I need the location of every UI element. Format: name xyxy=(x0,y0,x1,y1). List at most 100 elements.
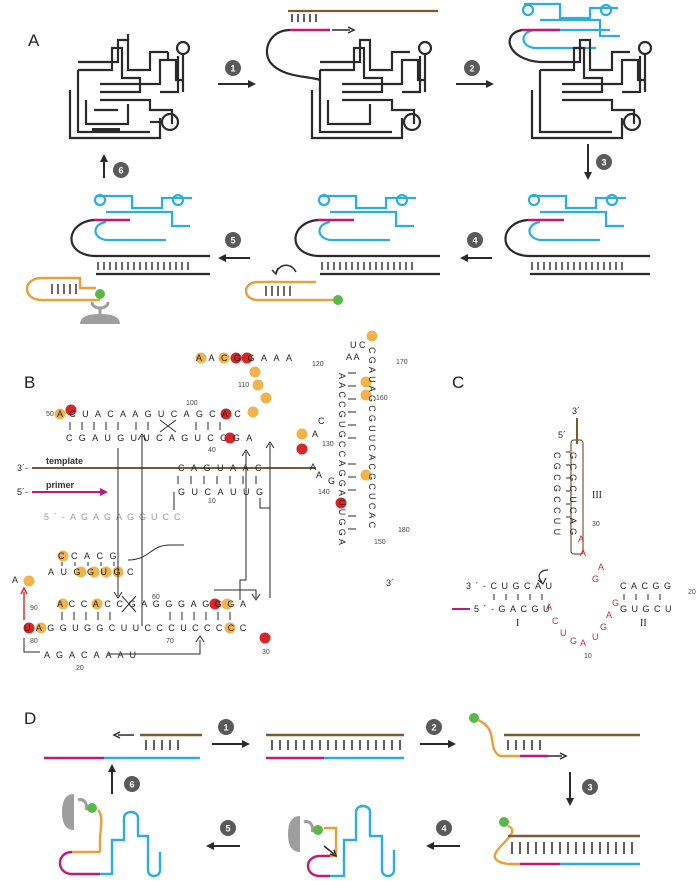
b-num-180: 180 xyxy=(398,527,410,534)
step-3-indicator: 3 xyxy=(584,144,612,180)
b-connector-lines xyxy=(113,433,275,626)
c-core-5: A xyxy=(580,638,586,648)
b-num-70: 70 xyxy=(166,638,174,645)
d-step-3-number: 3 xyxy=(587,783,592,793)
template-primer-a2 xyxy=(265,9,438,82)
b-p4-bottom: UAGGUGGCUUCCCUCCCCC xyxy=(24,623,252,633)
d-stage-1 xyxy=(44,731,202,760)
b-num-110: 110 xyxy=(238,382,249,389)
c-stem-right: GCGCUCAG xyxy=(568,452,578,539)
d-step-2-number: 2 xyxy=(431,723,436,733)
c-core-1: A xyxy=(546,602,552,612)
b-num-50: 50 xyxy=(46,411,54,418)
d-step-1-indicator: 1 xyxy=(212,719,250,748)
d-stage-2 xyxy=(266,733,404,760)
d-step-3-indicator: 3 xyxy=(566,772,598,806)
b-right-stem-pairs xyxy=(348,372,356,530)
c-5prime-left: 5´ xyxy=(558,430,566,440)
c-3prime-top: 3´ xyxy=(572,406,580,416)
c-helix-I: I xyxy=(516,618,519,629)
b-right-stem-3: CGAUAGCGUUCACGCUCAC xyxy=(367,347,377,531)
b-num-130: 130 xyxy=(322,441,334,448)
step-4-number: 4 xyxy=(472,236,477,246)
b-num-60: 60 xyxy=(152,594,160,601)
b-rstem-row: U C xyxy=(350,340,366,350)
step-6-number: 6 xyxy=(118,166,123,176)
step-6-indicator: 6 xyxy=(100,154,129,178)
b-num-100: 100 xyxy=(186,400,198,407)
step-5-indicator: 5 xyxy=(218,232,250,262)
b-num-40: 40 xyxy=(208,447,216,454)
d-stage-3 xyxy=(469,713,640,760)
c-core-6: U xyxy=(592,632,599,642)
c-right-bottom: GUGCU xyxy=(620,604,676,614)
b-rstem-row: A A xyxy=(346,352,360,362)
b-template-pairs xyxy=(177,476,257,484)
d-step-6-indicator: 6 xyxy=(108,764,140,794)
b-branch-c: C xyxy=(318,416,325,426)
b-template-label: template xyxy=(46,456,83,466)
c-template-box xyxy=(570,439,584,555)
b-num-30: 30 xyxy=(262,649,270,656)
d-step-4-number: 4 xyxy=(441,824,446,834)
b-p4-top: ACCACCGAGGGAGGGA xyxy=(57,599,252,609)
b-num-170: 170 xyxy=(396,359,408,366)
c-num-30: 30 xyxy=(592,521,600,528)
b-num-140: 140 xyxy=(318,489,330,496)
b-num-150: 150 xyxy=(374,539,386,546)
step-5-number: 5 xyxy=(230,236,235,246)
b-primer-5prime: 5´- xyxy=(17,487,28,497)
c-core-4: G xyxy=(570,636,577,646)
nucleotide-highlights-b xyxy=(23,330,378,644)
d-step-5-indicator: 5 xyxy=(206,820,240,850)
c-core-2: C xyxy=(552,616,559,626)
c-core-9: G xyxy=(612,598,619,608)
c-core-8: A xyxy=(606,610,612,620)
c-num-10: 10 xyxy=(584,653,592,660)
d-stage-4 xyxy=(493,817,640,866)
b-left-helix-top: ACUACAAGUCAGCAC xyxy=(57,409,247,419)
b-branch-a2: A xyxy=(312,429,318,439)
b-a-bulge: A xyxy=(12,575,18,585)
d-stage-6 xyxy=(58,794,162,878)
d-stage-5 xyxy=(288,804,396,878)
b-num-20: 20 xyxy=(76,665,84,672)
c-helix-II: II xyxy=(640,618,647,629)
b-template-sequence: CAGUAAC xyxy=(178,463,268,473)
c-core-3: U xyxy=(560,628,567,638)
b-p3-bottom: AUGGUGC xyxy=(48,567,140,577)
b-num-160: 160 xyxy=(376,395,388,402)
ribozyme-a1-bar xyxy=(92,128,120,132)
b-end-mark: 3´ xyxy=(386,578,394,588)
c-left-top: 3´-CUGCAU xyxy=(466,581,557,591)
b-bottom-loop: AGACAAAU xyxy=(44,650,142,660)
c-core-10: A xyxy=(598,562,604,572)
b-primer-label: primer xyxy=(46,480,75,490)
c-red-a2: A xyxy=(580,548,586,558)
b-p3-top: CCACG xyxy=(58,551,123,561)
product-duplex-a6 xyxy=(25,193,210,324)
b-num-80: 80 xyxy=(30,638,38,645)
b-num-120: 120 xyxy=(312,361,324,368)
b-template-3prime: 3´- xyxy=(17,463,28,473)
hammerhead-structure-c: 3´ 5´ GCGCUCAG CGCGCCUU III 30 A A 3´-CU… xyxy=(452,406,696,660)
product-duplex-a5 xyxy=(244,193,440,305)
b-branch-a3: A xyxy=(316,470,322,480)
b-branch-g: G xyxy=(328,476,335,486)
panel-label-a: A xyxy=(28,31,40,50)
c-red-a1: A xyxy=(578,534,584,544)
d-step-1-number: 1 xyxy=(223,723,228,733)
c-num-20: 20 xyxy=(688,589,696,596)
b-loop-top-sequence: AACGGAAA xyxy=(196,353,299,363)
capture-surface-a xyxy=(80,314,120,324)
ribozyme-structure-a1 xyxy=(68,34,191,140)
b-primer-sequence: GUCAUUG xyxy=(178,487,270,497)
d-step-5-number: 5 xyxy=(225,824,230,834)
b-num-10: 10 xyxy=(208,498,216,505)
sequence-structure-b: AACGGAAA ACUACAAGUCAGCAC CGAUGUUCAGUCCGA… xyxy=(12,330,410,672)
step-2-number: 2 xyxy=(469,64,474,74)
ribozyme-structure-a2 xyxy=(310,38,433,140)
b-left-helix-bottom: CGAUGUUCAGUCCGA xyxy=(66,433,259,443)
b-left-helix-pairs xyxy=(69,419,221,433)
ribozyme-structure-a3 xyxy=(508,28,653,140)
